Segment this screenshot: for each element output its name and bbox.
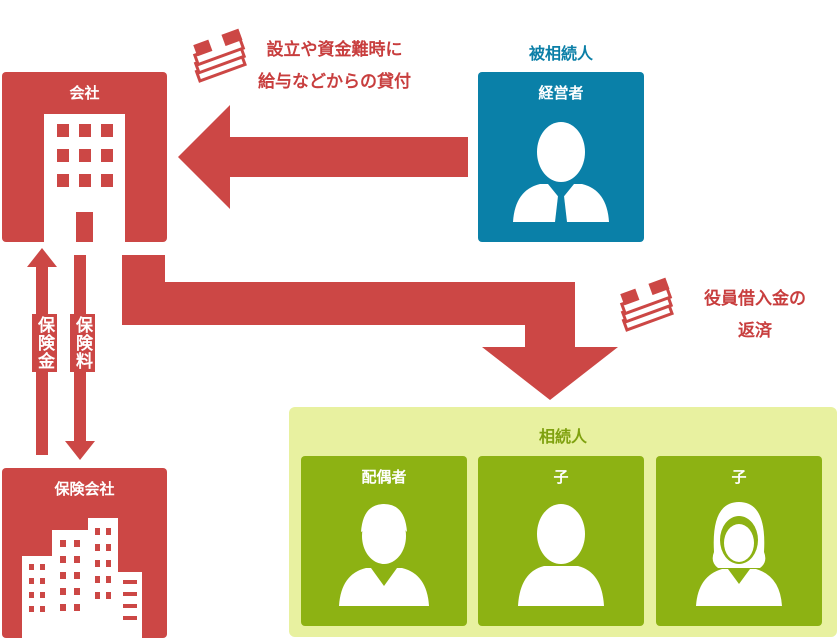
loan-note-line1: 設立や資金難時に [266,40,403,60]
office-buildings-icon [22,518,142,638]
heir-card: 子 [656,456,822,626]
repay-note-line2: 返済 [738,321,772,341]
insurance-premium-label: 保険料 [70,314,95,372]
decedent-role-label: 被相続人 [528,44,593,63]
woman-icon [339,504,429,606]
company-title: 会社 [69,84,100,102]
money-stack-icon [619,277,674,332]
man-icon [518,504,604,606]
businessman-icon [513,122,609,222]
company-box: 会社 [2,72,167,242]
loan-note: 設立や資金難時に 給与などからの貸付 [258,34,411,98]
heir-label: 配偶者 [361,468,407,486]
repayment-arrow [122,255,618,400]
manager-title: 経営者 [538,84,584,102]
repay-note-line1: 役員借入金の [704,289,806,309]
heir-card: 配偶者 [301,456,467,626]
insurance-payout-label: 保険金 [32,314,57,372]
repay-note: 役員借入金の 返済 [690,283,820,347]
girl-icon [696,502,782,606]
insurer-box: 保険会社 [2,468,167,638]
heir-card: 子 [478,456,644,626]
heirs-title: 相続人 [538,427,587,446]
money-stack-icon [192,28,247,83]
manager-box: 経営者 [478,72,644,242]
heir-label: 子 [553,468,569,486]
insurer-title: 保険会社 [54,480,115,498]
heir-label: 子 [731,468,747,486]
loan-arrow [178,105,468,209]
office-building-icon [44,114,125,242]
loan-note-line2: 給与などからの貸付 [258,72,411,92]
